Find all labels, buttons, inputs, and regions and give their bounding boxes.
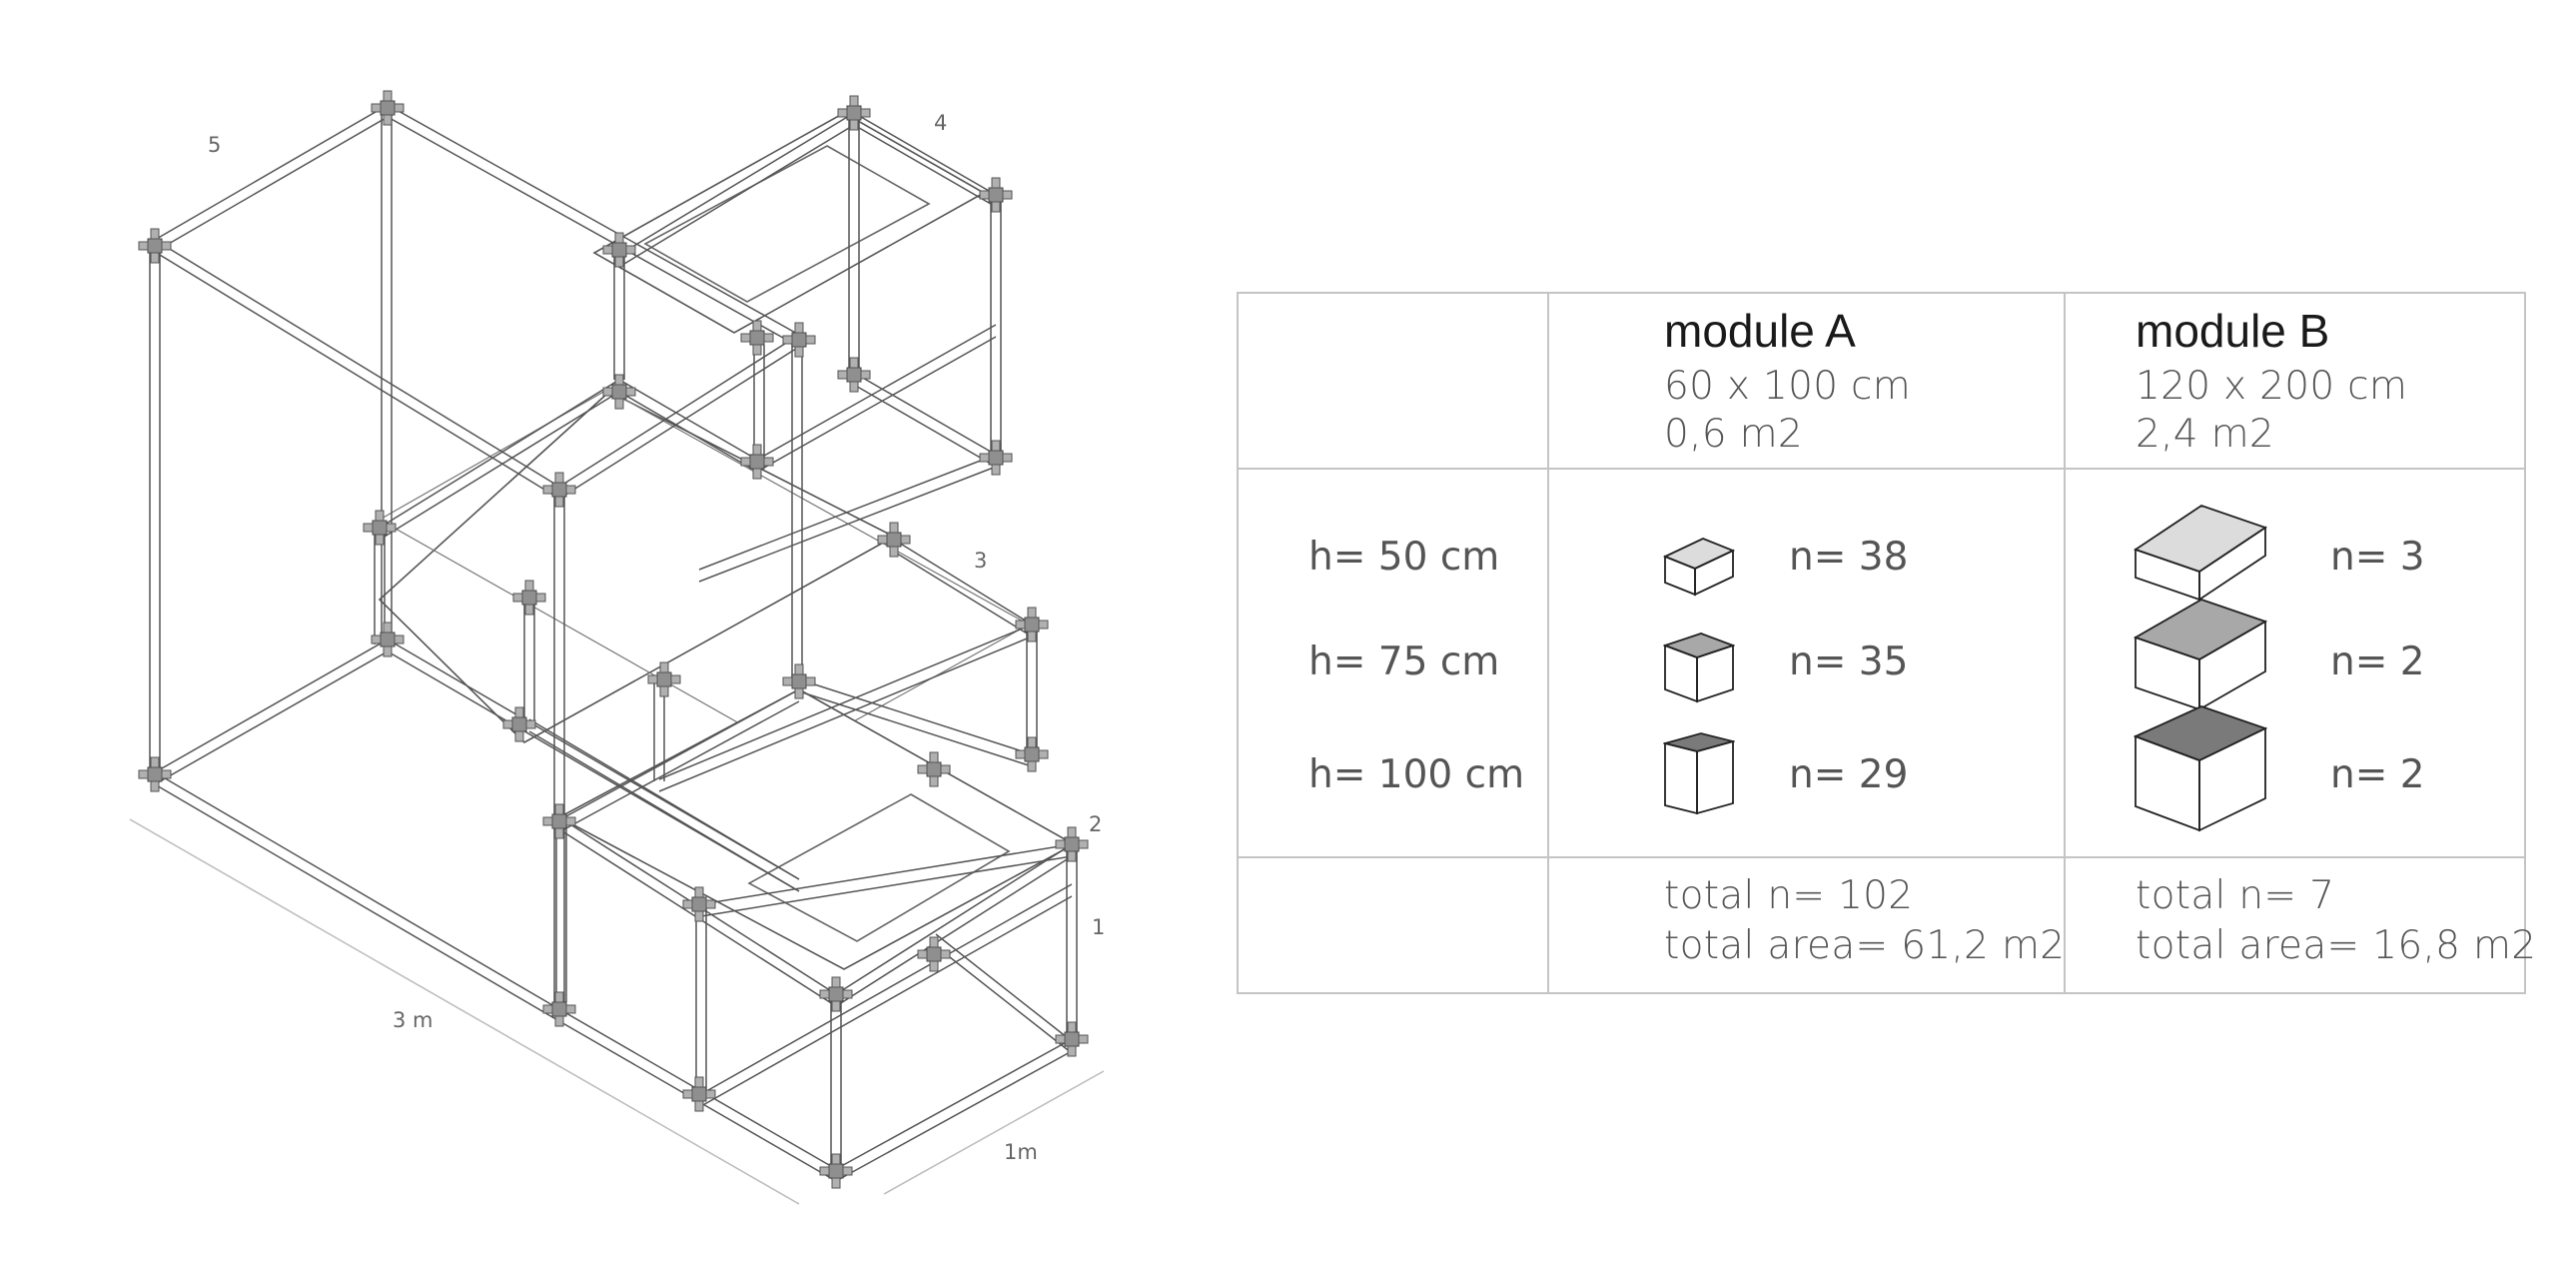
module-b-area: 2,4 m2 [2136, 412, 2275, 457]
module-b-title: module B [2136, 305, 2330, 357]
module-label-4: 4 [934, 111, 947, 135]
shelf-panel-2-inset [747, 793, 1011, 942]
module-label-2: 2 [1089, 812, 1102, 836]
table-divider-total [1237, 856, 2526, 858]
module-b-box-h75-icon [2134, 599, 2268, 711]
frame-members [149, 104, 1078, 1182]
height-label-100: h= 100 cm [1308, 752, 1525, 797]
shelf-panel-4-inset [643, 145, 931, 303]
dimension-length-label: 3 m [393, 1008, 433, 1032]
table-divider-col2 [2064, 292, 2066, 994]
module-a-box-h50-icon [1663, 538, 1735, 597]
shelving-frame-drawing: 5 4 3 2 1 3 m 1m [129, 90, 1105, 1205]
dimension-lines [129, 818, 1105, 1205]
shelf-panel-2 [557, 688, 1076, 970]
module-table: module A 60 x 100 cm 0,6 m2 module B 120… [1237, 292, 2536, 994]
module-b-count-h100: n= 2 [2330, 752, 2425, 797]
table-border-left [1237, 292, 1239, 994]
module-a-box-h100-icon [1663, 732, 1735, 815]
module-a-count-h50: n= 38 [1789, 535, 1909, 580]
module-label-1: 1 [1092, 915, 1105, 939]
module-a-title: module A [1664, 305, 1856, 357]
shelf-panels [378, 112, 1076, 970]
module-a-total-area: total area= 61,2 m2 [1664, 923, 2066, 968]
module-b-count-h50: n= 3 [2330, 535, 2425, 580]
module-a-box-h75-icon [1663, 632, 1735, 703]
module-b-box-h50-icon [2134, 505, 2268, 602]
module-a-area: 0,6 m2 [1664, 412, 1804, 457]
dimension-depth-label: 1m [1004, 1140, 1038, 1164]
module-a-count-h75: n= 35 [1789, 639, 1909, 684]
shelf-panel-3 [378, 391, 896, 743]
module-a-size: 60 x 100 cm [1664, 364, 1912, 409]
module-label-3: 3 [974, 549, 987, 573]
height-label-50: h= 50 cm [1308, 535, 1500, 580]
module-b-total-count: total n= 7 [2136, 873, 2335, 918]
shelf-panel-4-top [592, 112, 986, 334]
module-b-size: 120 x 200 cm [2136, 364, 2408, 409]
table-divider-col1 [1547, 292, 1549, 994]
module-a-count-h100: n= 29 [1789, 752, 1909, 797]
table-border-right [2524, 292, 2526, 994]
module-label-5: 5 [208, 133, 221, 157]
module-b-box-h100-icon [2134, 705, 2268, 832]
module-b-total-area: total area= 16,8 m2 [2136, 923, 2537, 968]
height-label-75: h= 75 cm [1308, 639, 1500, 684]
module-b-count-h75: n= 2 [2330, 639, 2425, 684]
table-border-top [1237, 292, 2526, 294]
module-a-total-count: total n= 102 [1664, 873, 1914, 918]
table-border-bottom [1237, 992, 2526, 994]
table-divider-header [1237, 468, 2526, 470]
